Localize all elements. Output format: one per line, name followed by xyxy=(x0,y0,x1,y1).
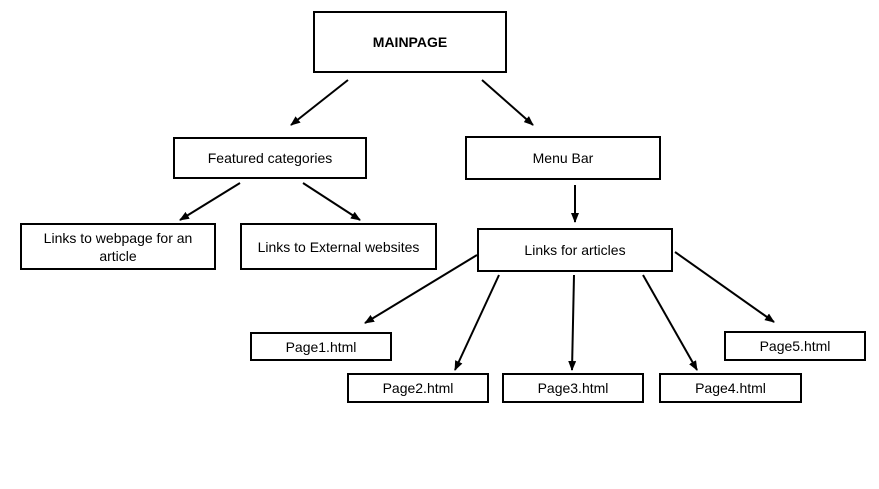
node-links-articles: Links for articles xyxy=(477,228,673,272)
node-page1-label: Page1.html xyxy=(285,338,357,355)
node-featured-categories-label: Featured categories xyxy=(207,150,333,166)
node-page2: Page2.html xyxy=(347,373,489,403)
edge-mainpage-featured xyxy=(290,79,349,126)
edge-links-page5 xyxy=(674,251,775,323)
node-page5: Page5.html xyxy=(724,331,866,361)
node-page3: Page3.html xyxy=(502,373,644,403)
node-page2-label: Page2.html xyxy=(382,380,454,396)
node-links-articles-label: Links for articles xyxy=(524,242,626,258)
node-links-webpage-article-label: Links to webpage for an article xyxy=(43,229,193,264)
edge-links-page4 xyxy=(642,274,698,371)
node-mainpage: MAINPAGE xyxy=(313,11,507,73)
node-page4-label: Page4.html xyxy=(695,380,766,396)
node-links-external-label: Links to External websites xyxy=(257,238,420,255)
node-page3-label: Page3.html xyxy=(537,380,609,396)
node-page1: Page1.html xyxy=(250,332,392,361)
node-mainpage-label: MAINPAGE xyxy=(372,34,448,50)
node-menu-bar-label: Menu Bar xyxy=(532,150,594,166)
edge-links-page1 xyxy=(364,254,478,324)
node-menu-bar: Menu Bar xyxy=(465,136,661,180)
edge-mainpage-menubar xyxy=(481,79,534,126)
edge-featured-external xyxy=(302,182,361,221)
edge-links-page2 xyxy=(454,274,500,371)
node-page5-label: Page5.html xyxy=(759,338,831,354)
node-links-external: Links to External websites xyxy=(240,223,437,270)
edge-links-page3 xyxy=(568,274,577,371)
node-links-webpage-article: Links to webpage for an article xyxy=(20,223,216,270)
node-page4: Page4.html xyxy=(659,373,802,403)
edge-featured-webpage xyxy=(179,182,241,221)
node-featured-categories: Featured categories xyxy=(173,137,367,179)
